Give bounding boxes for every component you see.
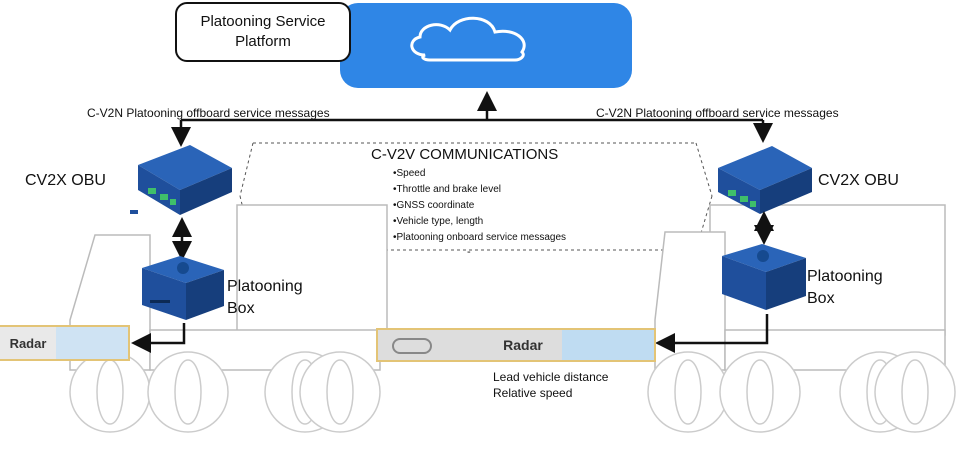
left-platooning-box-label: Platooning Box (227, 276, 303, 320)
left-box-label-line1: Platooning (227, 278, 303, 295)
radar-blue-panel (562, 330, 654, 360)
left-radar-label: Radar (0, 327, 56, 359)
v2v-item-onboard-messages: •Platooning onboard service messages (393, 232, 567, 243)
v2v-title: C-V2V COMMUNICATIONS (371, 146, 559, 163)
radar-output-speed: Relative speed (493, 386, 573, 400)
left-radar-module: Radar (0, 325, 130, 361)
v2v-message-list: •Speed •Throttle and brake level •GNSS c… (393, 166, 566, 246)
right-box-label-line1: Platooning (807, 268, 883, 285)
left-obu-label: CV2X OBU (25, 172, 106, 189)
platform-title-box: Platooning Service Platform (175, 2, 351, 62)
v2v-item-gnss: •GNSS coordinate (393, 200, 475, 211)
left-platooning-box-device (142, 256, 224, 320)
left-box-label-line2: Box (227, 300, 255, 317)
radar-outputs: Lead vehicle distance Relative speed (493, 369, 608, 401)
right-platooning-box-device (722, 244, 806, 310)
v2n-label-right: C-V2N Platooning offboard service messag… (596, 106, 839, 120)
right-platooning-box-label: Platooning Box (807, 266, 883, 310)
platform-title-line1: Platooning Service (200, 13, 326, 30)
sensor-icon (392, 338, 432, 354)
right-radar-module: Radar (376, 328, 656, 362)
cloud-icon (410, 16, 526, 62)
right-obu-device (718, 146, 812, 214)
right-obu-label: CV2X OBU (818, 172, 899, 189)
platform-title-line2: Platform (235, 33, 291, 50)
right-box-label-line2: Box (807, 290, 835, 307)
v2v-item-speed: •Speed (393, 168, 426, 179)
v2v-item-vehicle-type: •Vehicle type, length (393, 216, 484, 227)
radar-output-distance: Lead vehicle distance (493, 370, 609, 384)
right-truck (647, 204, 956, 433)
right-radar-label: Radar (503, 337, 543, 353)
v2v-dash: - (467, 246, 471, 258)
v2n-label-left: C-V2N Platooning offboard service messag… (87, 106, 330, 120)
cloud-platform (340, 3, 632, 88)
v2v-item-throttle: •Throttle and brake level (393, 184, 502, 195)
left-obu-device (130, 145, 232, 215)
